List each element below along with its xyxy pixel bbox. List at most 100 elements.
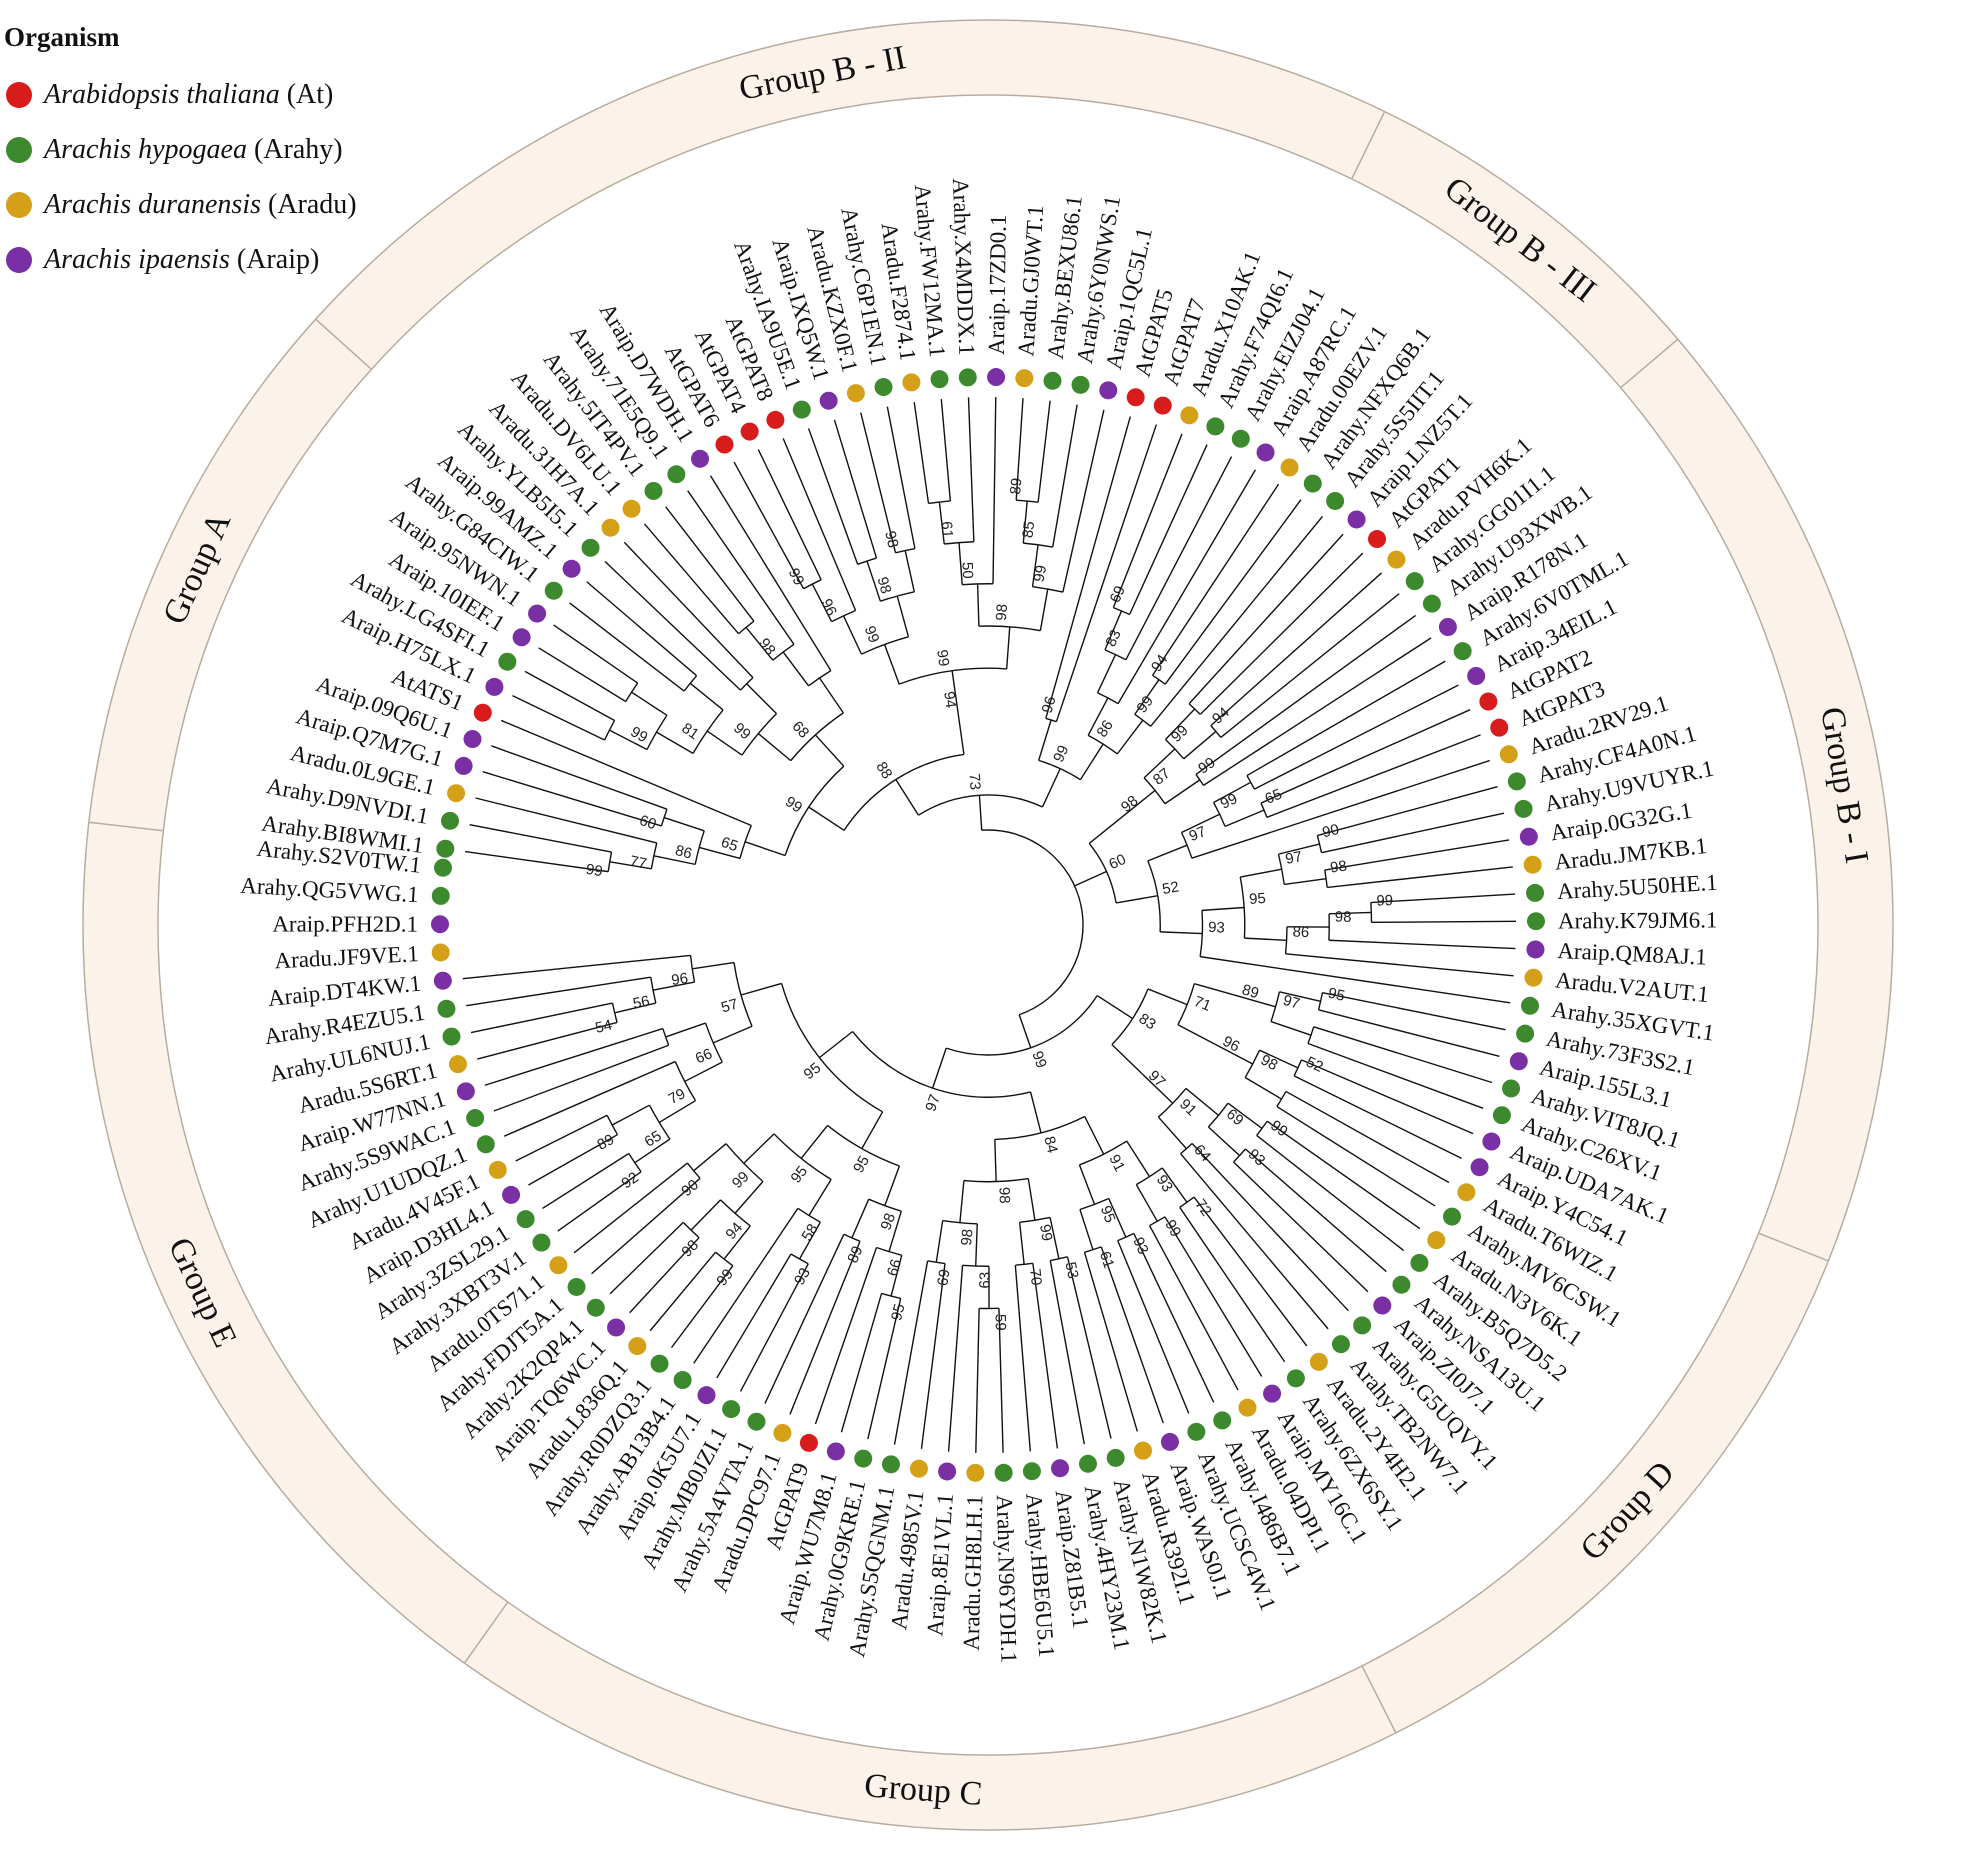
branch-line — [733, 461, 805, 590]
bootstrap-value: 99 — [1168, 722, 1192, 746]
bootstrap-value: 97 — [922, 1092, 943, 1113]
bootstrap-value: 73 — [965, 773, 983, 791]
ring-band — [83, 20, 1893, 1830]
group-divider — [1758, 1232, 1829, 1262]
branch-line — [818, 1030, 854, 1059]
bootstrap-value: 93 — [1153, 1172, 1176, 1195]
leaf-dot-icon — [673, 1371, 692, 1390]
bootstrap-value: 93 — [1208, 919, 1225, 937]
branch-line — [469, 823, 612, 853]
leaf-dot-icon — [958, 368, 977, 387]
leaf-dot-icon — [1353, 1316, 1372, 1335]
leaf-dot-icon — [473, 703, 492, 722]
branch-line — [1049, 1260, 1086, 1445]
bootstrap-value: 83 — [1102, 627, 1124, 649]
branch-line — [687, 490, 795, 645]
leaf-dot-icon — [1099, 381, 1118, 400]
bootstrap-value: 99 — [782, 793, 805, 816]
branch-line — [1259, 1049, 1299, 1069]
branch-line — [867, 1298, 902, 1440]
branch-line — [465, 850, 609, 873]
branch-line — [684, 1061, 723, 1083]
leaf-dot-icon — [697, 1386, 716, 1405]
leaf-dot-icon — [581, 538, 600, 557]
leaf-dot-icon — [431, 915, 450, 934]
bootstrap-value: 98 — [993, 603, 1011, 621]
branch-line — [557, 1171, 642, 1232]
branch-line — [938, 501, 945, 545]
leaf-label: Arahy.K79JM6.1 — [1558, 907, 1718, 933]
leaf-dot-icon — [498, 652, 517, 671]
leaf-dot-icon — [1373, 1296, 1392, 1315]
branch-line — [814, 1247, 878, 1425]
branch-line — [1088, 816, 1123, 844]
leaf-label: Aradu.JF9VE.1 — [274, 941, 419, 973]
branch-line — [553, 624, 639, 684]
branch-line — [1115, 895, 1158, 904]
bootstrap-value: 69 — [934, 1268, 953, 1287]
leaf-dot-icon — [433, 971, 452, 990]
branch-line — [614, 1002, 656, 1014]
branch-line — [1207, 1126, 1241, 1157]
branch-line — [1066, 1256, 1112, 1439]
branch-line — [1049, 1217, 1060, 1259]
leaf-dot-icon — [431, 943, 450, 962]
leaf-dot-icon — [434, 858, 453, 877]
bootstrap-value: 68 — [789, 718, 813, 742]
leaf-dot-icon — [1457, 1183, 1476, 1202]
branch-line — [904, 550, 915, 592]
bootstrap-value: 96 — [817, 596, 839, 618]
ring-outer-edge — [82, 19, 1894, 1831]
bootstrap-value: 99 — [1036, 1223, 1055, 1242]
leaf-dot-icon — [1509, 1052, 1528, 1071]
leaf-dot-icon — [454, 756, 473, 775]
leaf-dot-icon — [1519, 827, 1538, 846]
branch-line — [1161, 1167, 1188, 1203]
branch-line — [1133, 1233, 1215, 1403]
bootstrap-value: 99 — [1031, 564, 1051, 583]
branch-line — [653, 855, 696, 866]
leaf-dot-icon — [987, 368, 1006, 387]
bootstrap-value: 94 — [940, 690, 959, 709]
branch-line — [1322, 991, 1506, 1031]
bootstrap-value: 83 — [1136, 1010, 1159, 1033]
branch-line — [1150, 516, 1324, 727]
leaf-dot-icon — [799, 1433, 818, 1452]
leaf-dot-icon — [485, 677, 504, 696]
legend-abbr: (Aradu) — [268, 188, 357, 220]
bootstrap-value: 99 — [713, 1266, 737, 1290]
leaf-dot-icon — [1303, 474, 1322, 493]
leaf-dot-icon — [1133, 1441, 1152, 1460]
bootstrap-value: 57 — [719, 996, 740, 1017]
group-divider — [463, 1601, 509, 1664]
branch-line — [712, 1025, 753, 1044]
branch-line — [1191, 1142, 1349, 1312]
leaf-dot-icon — [1438, 618, 1457, 637]
branch-line — [663, 816, 705, 832]
bootstrap-value: 99 — [861, 624, 883, 646]
branch-line — [888, 1210, 902, 1252]
branch-line — [1037, 400, 1051, 503]
branch-line — [1038, 719, 1052, 761]
leaf-dot-icon — [930, 370, 949, 389]
branch-line — [658, 1100, 696, 1124]
leaf-dot-icon — [1238, 1398, 1257, 1417]
branch-line — [1240, 868, 1282, 878]
branch-line — [693, 1207, 799, 1364]
branch-line — [1135, 1184, 1158, 1222]
branch-line — [1266, 1120, 1421, 1230]
branch-line — [807, 428, 859, 565]
group-divider — [88, 821, 164, 832]
branch-line — [1201, 906, 1245, 912]
branch-line — [958, 542, 963, 585]
branch-line — [734, 1181, 764, 1214]
bootstrap-value: 52 — [1161, 878, 1180, 898]
group-divider — [315, 318, 372, 370]
branch-line — [524, 670, 615, 722]
bootstrap-value: 99 — [1028, 1049, 1050, 1070]
bootstrap-value: 72 — [1191, 1196, 1215, 1219]
branch-line — [611, 1104, 650, 1126]
group-divider — [1620, 338, 1679, 389]
bootstrap-value: 93 — [791, 1265, 814, 1288]
